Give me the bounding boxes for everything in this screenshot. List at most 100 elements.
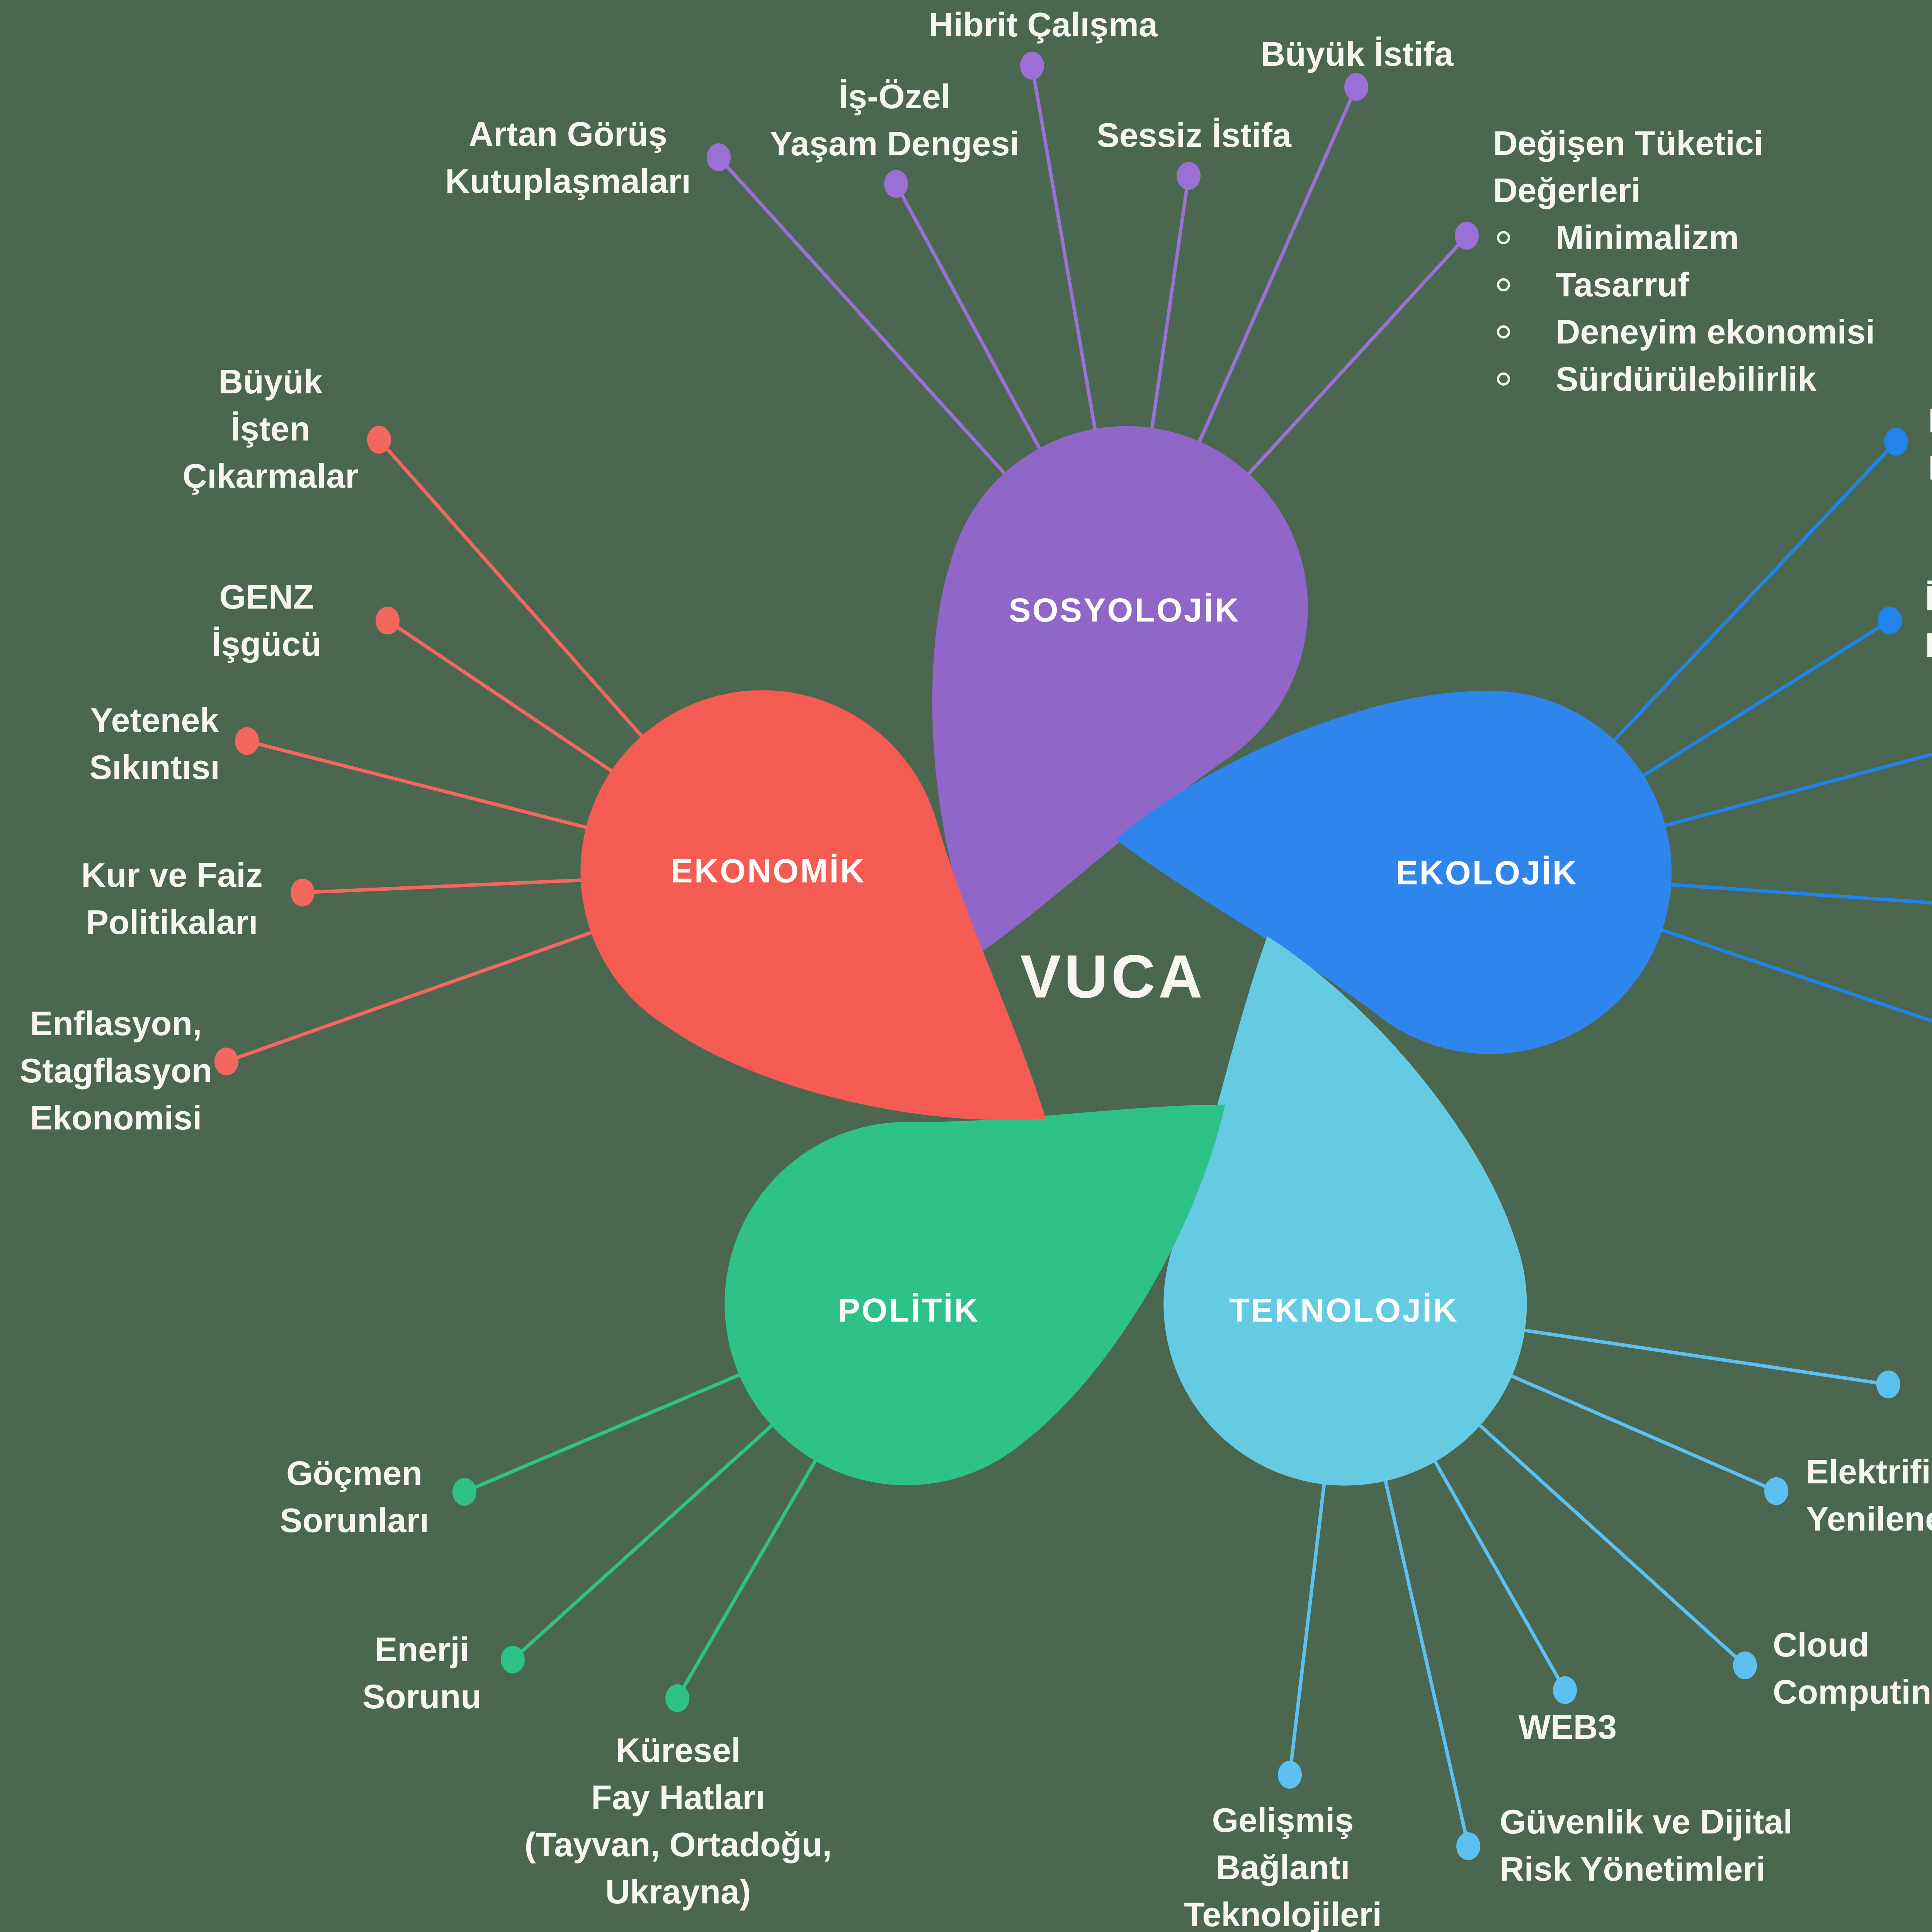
- label-line: Bağlantı: [1216, 1848, 1350, 1886]
- label-genz: GENZ İşgücü: [212, 573, 321, 668]
- dot-kuresel-fay: [665, 1684, 689, 1712]
- petal-label-ekolojik: EKOLOJİK: [1396, 854, 1578, 892]
- label-line: GENZ: [219, 578, 314, 616]
- bullet-row: Sürdürülebilirlik: [1493, 355, 1875, 403]
- dot-cloud-computing: [1733, 1651, 1757, 1679]
- dot-hibrit-calisma: [1020, 52, 1044, 80]
- label-line: Stagflasyon: [19, 1051, 213, 1090]
- dot-degisen-tuketici: [1455, 222, 1479, 250]
- label-line: Isınma: [1928, 444, 1932, 492]
- label-kuresel-isinma: KüreselIsınma: [1928, 397, 1932, 492]
- label-line: Güvenlik ve Dijital: [1500, 1803, 1793, 1841]
- label-line: Çıkarmalar: [182, 457, 359, 495]
- label-line: Yetenek: [90, 701, 219, 739]
- petal-ekonomik: [580, 690, 1046, 1120]
- label-line: Ekonomisi: [30, 1099, 202, 1137]
- dots: [214, 52, 1908, 1860]
- bullet-row: Minimalizm: [1493, 214, 1875, 261]
- dot-iklim-degisiklikleri: [1878, 607, 1902, 634]
- label-line: Değişen Tüketici: [1493, 124, 1764, 162]
- label-line: Kur ve Faiz: [81, 856, 263, 894]
- petals: [580, 426, 1672, 1486]
- bullet-label: Tasarruf: [1556, 265, 1689, 304]
- petal-label-politik: POLİTİK: [838, 1292, 980, 1329]
- center-title: VUCA: [1020, 942, 1206, 1011]
- dot-is-ozel: [884, 170, 908, 198]
- dot-yetenek: [235, 727, 259, 755]
- label-line: İklim: [1925, 579, 1932, 617]
- label-line: Küresel: [616, 1731, 741, 1769]
- label-iklim-degisiklikleri: İklimDeğişiklikleri: [1925, 575, 1932, 669]
- label-line: (Tayvan, Ortadoğu,: [524, 1825, 832, 1864]
- bullet-circle-icon: [1497, 278, 1510, 291]
- label-line: Computing: [1773, 1673, 1932, 1711]
- label-line: Politikaları: [86, 903, 258, 941]
- label-buyuk-istifa: Büyük İstifa: [1261, 31, 1454, 78]
- label-line: Elektrifikasyon ve: [1806, 1452, 1932, 1491]
- label-line: Ukrayna): [605, 1872, 751, 1911]
- label-line: Enerji: [374, 1630, 469, 1668]
- bullet-circle-icon: [1497, 325, 1510, 338]
- label-line: Değerleri: [1493, 171, 1641, 209]
- dot-web3: [1553, 1676, 1577, 1704]
- bullet-row: Deneyim ekonomisi: [1493, 308, 1875, 355]
- dot-kuresel-isinma: [1884, 428, 1908, 456]
- label-hibrit-calisma: Hibrit Çalışma: [929, 1, 1158, 48]
- label-line: Enflasyon,: [30, 1004, 202, 1043]
- bullet-row: Tasarruf: [1493, 261, 1875, 308]
- label-line: Küresel: [1928, 397, 1932, 444]
- bullet-circle-icon: [1497, 372, 1510, 386]
- bullet-label: Minimalizm: [1556, 218, 1739, 257]
- label-line: Fay Hatları: [591, 1778, 765, 1816]
- petal-teknolojik: [1163, 936, 1527, 1486]
- label-line: Değişiklikleri: [1925, 622, 1932, 669]
- label-line: Teknolojileri: [1184, 1895, 1382, 1932]
- label-line: İş-Özel: [838, 77, 951, 116]
- label-line: Hibrit Çalışma: [929, 5, 1158, 44]
- label-line: İşten: [231, 410, 310, 448]
- dot-kur-ve-faiz: [291, 879, 315, 906]
- dot-ai: [1876, 1371, 1900, 1398]
- dot-gelismis-baglanti: [1278, 1761, 1302, 1789]
- bullet-label: Sürdürülebilirlik: [1556, 360, 1816, 398]
- label-line: Sessiz İstifa: [1097, 116, 1291, 154]
- petal-label-ekonomik: EKONOMİK: [670, 852, 866, 890]
- dot-buyuk-istifa: [1344, 73, 1368, 101]
- dot-enerji: [501, 1646, 525, 1673]
- label-line: Sorunu: [362, 1677, 481, 1716]
- dot-elektrifikasyon: [1764, 1477, 1788, 1505]
- label-line: İşgücü: [212, 625, 321, 663]
- petal-label-teknolojik: TEKNOLOJİK: [1229, 1292, 1459, 1329]
- dot-buyuk-isten: [367, 426, 391, 454]
- dot-enflasyon: [214, 1048, 238, 1075]
- petal-label-sosyolojik: SOSYOLOJİK: [1009, 592, 1240, 629]
- label-line: Göçmen: [286, 1454, 423, 1492]
- petal-ekolojik: [1115, 690, 1672, 1054]
- bullet-circle-icon: [1497, 231, 1510, 244]
- dot-gocmen: [452, 1478, 476, 1506]
- label-line: Büyük: [218, 362, 323, 401]
- dot-sessiz-istifa: [1177, 162, 1201, 190]
- dot-guvenlik: [1456, 1832, 1480, 1860]
- label-line: Yenilenebilir Enerjiler: [1806, 1500, 1932, 1538]
- petal-sosyolojik: [932, 426, 1308, 954]
- label-elektrifikasyon: Elektrifikasyon ve Yenilenebilir Enerjile…: [1806, 1448, 1932, 1543]
- label-line: WEB3: [1518, 1708, 1617, 1746]
- label-cloud-computing: CloudComputing: [1773, 1621, 1932, 1716]
- label-sessiz-istifa: Sessiz İstifa: [1097, 112, 1291, 159]
- bullet-label: Deneyim ekonomisi: [1556, 313, 1875, 351]
- label-line: Büyük İstifa: [1260, 35, 1454, 73]
